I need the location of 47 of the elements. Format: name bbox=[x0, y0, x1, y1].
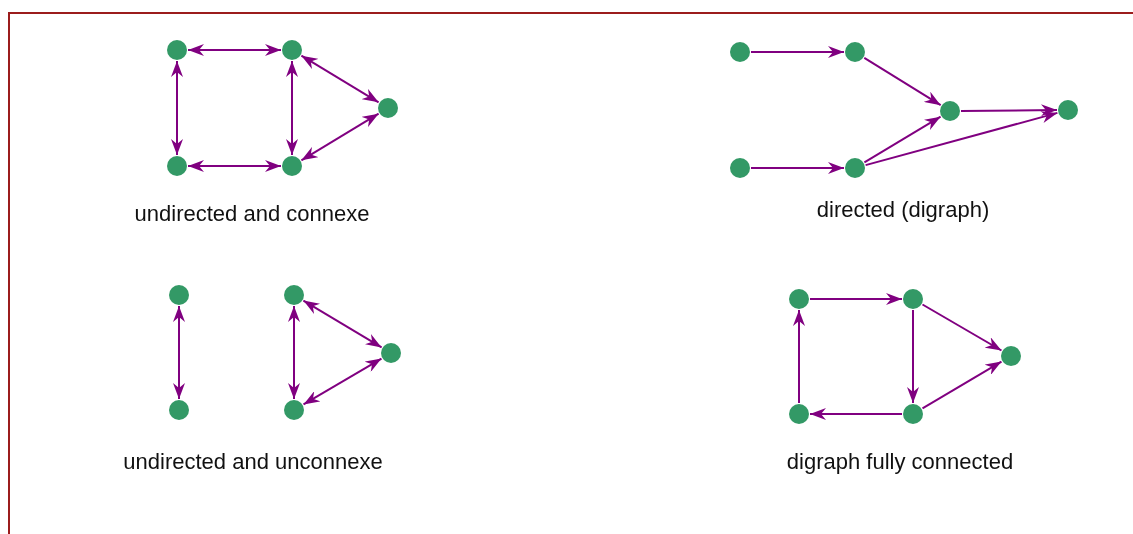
vertex-dot bbox=[730, 158, 750, 178]
vertex-dot bbox=[167, 40, 187, 60]
arrow bbox=[173, 305, 185, 400]
arrow bbox=[750, 46, 845, 58]
vertex-dot bbox=[789, 289, 809, 309]
arrow bbox=[187, 160, 282, 172]
arrow bbox=[863, 56, 942, 107]
arrow bbox=[286, 60, 298, 156]
vertex-dot bbox=[381, 343, 401, 363]
vertex-dot bbox=[730, 42, 750, 62]
arrow bbox=[921, 303, 1003, 352]
arrow bbox=[300, 54, 380, 104]
arrow bbox=[863, 115, 942, 164]
vertex-dot bbox=[169, 285, 189, 305]
arrow bbox=[187, 44, 282, 56]
arrow bbox=[302, 299, 383, 349]
arrow bbox=[288, 305, 300, 400]
graph-caption: directed (digraph) bbox=[816, 197, 990, 223]
vertex-dot bbox=[284, 285, 304, 305]
arrow bbox=[171, 60, 183, 156]
arrow bbox=[750, 162, 845, 174]
vertex-dot bbox=[940, 101, 960, 121]
vertex-dot bbox=[282, 40, 302, 60]
arrow bbox=[921, 360, 1003, 410]
arrow bbox=[809, 293, 903, 305]
vertex-dot bbox=[378, 98, 398, 118]
vertex-dot bbox=[282, 156, 302, 176]
vertex-dot bbox=[1058, 100, 1078, 120]
vertex-dot bbox=[845, 158, 865, 178]
arrow bbox=[907, 309, 919, 404]
arrow bbox=[809, 408, 903, 420]
vertex-dot bbox=[903, 404, 923, 424]
arrow bbox=[302, 357, 383, 406]
arrow bbox=[960, 104, 1058, 117]
vertex-dot bbox=[169, 400, 189, 420]
graph-caption: undirected and unconnexe bbox=[123, 449, 383, 475]
vertex-dot bbox=[167, 156, 187, 176]
vertex-dot bbox=[789, 404, 809, 424]
vertex-dot bbox=[284, 400, 304, 420]
arrow bbox=[300, 112, 380, 162]
arrow bbox=[793, 309, 805, 404]
vertex-dot bbox=[903, 289, 923, 309]
arrow bbox=[864, 111, 1059, 167]
graph-caption: digraph fully connected bbox=[786, 449, 1014, 475]
vertex-dot bbox=[1001, 346, 1021, 366]
graph-caption: undirected and connexe bbox=[134, 201, 370, 227]
vertex-dot bbox=[845, 42, 865, 62]
